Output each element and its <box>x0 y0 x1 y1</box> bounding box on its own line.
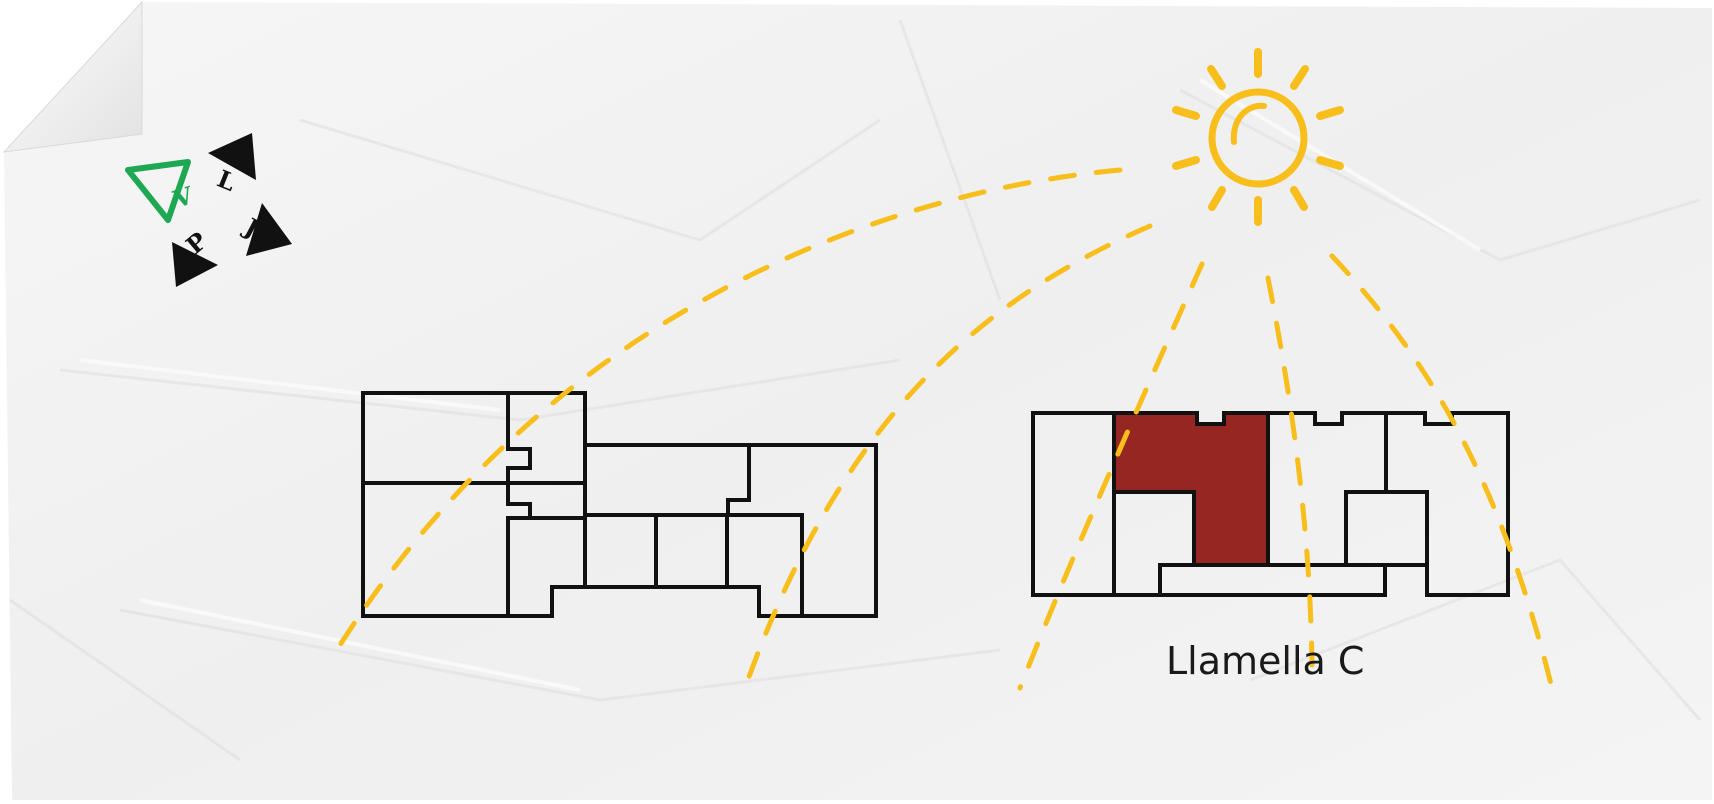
sun-ray-paths <box>337 167 1555 691</box>
sun-ray-4 <box>1265 275 1315 668</box>
building-plan-right <box>1031 411 1510 597</box>
sun-highlight <box>1230 102 1267 145</box>
building-label: Llamella C <box>1166 639 1364 683</box>
logo-arrow-right <box>246 203 292 256</box>
highlighted-unit <box>1114 413 1268 565</box>
sun-icon <box>1172 48 1344 226</box>
sun-rays <box>1172 48 1344 226</box>
building-plan-left <box>361 391 878 618</box>
sun-ray-1 <box>337 167 1123 648</box>
logo-arrow-top <box>208 133 256 180</box>
sun-ray-5 <box>1329 253 1555 691</box>
logo-arrow-green <box>125 159 191 223</box>
paper-curl-corner <box>2 0 143 153</box>
sun-ray-3 <box>1017 261 1205 691</box>
sun-ray-2 <box>742 223 1153 691</box>
sun-disc <box>1208 88 1308 188</box>
logo-arrow-bottom <box>172 242 218 287</box>
